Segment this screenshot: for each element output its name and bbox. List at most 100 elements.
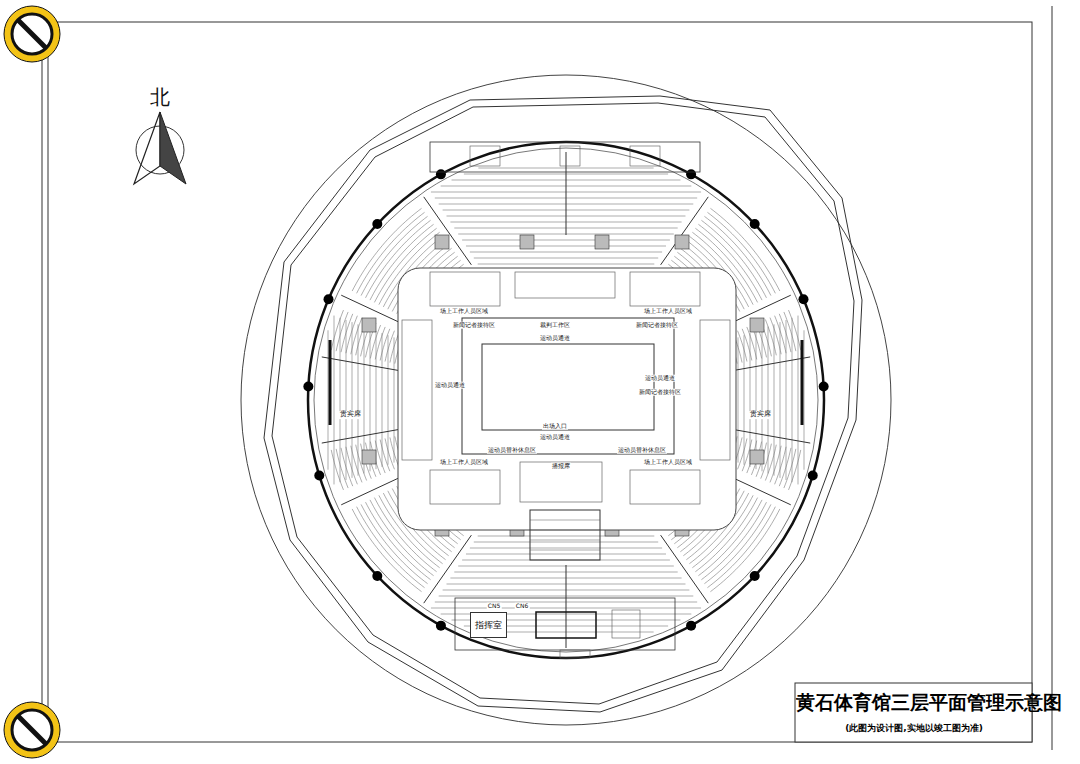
stair-block	[750, 450, 764, 464]
column-dot	[303, 381, 313, 391]
area-label: 新闻记者接待区	[638, 389, 682, 396]
seat-row	[775, 316, 786, 354]
stair-block	[595, 235, 609, 249]
area-label: 新闻记者接待区	[452, 322, 496, 329]
plan-note: (此图为设计图,实地以竣工图为准)	[796, 722, 1032, 735]
seat-row	[375, 441, 385, 474]
area-label: 场上工作人员区域	[439, 308, 489, 315]
area-label: CN5	[487, 603, 502, 610]
seat-row	[375, 327, 385, 360]
area-label: 出场入口	[542, 423, 568, 430]
seat-row	[804, 330, 805, 469]
seat-row	[336, 449, 348, 488]
seat-row	[478, 536, 655, 537]
column-dot	[750, 219, 760, 229]
seat-row	[784, 449, 796, 488]
seat-row	[784, 312, 796, 351]
seat-row	[341, 314, 353, 352]
aisle-line	[661, 197, 709, 265]
seat-row	[328, 330, 329, 469]
column-dot	[314, 470, 324, 480]
plan-title: 黄石体育馆三层平面管理示意图	[796, 690, 1032, 716]
seat-row	[334, 316, 335, 485]
aisle-line	[728, 429, 810, 443]
seat-row	[779, 314, 791, 352]
seat-row	[331, 310, 343, 350]
area-label: 贵宾席	[749, 411, 772, 419]
seat-row	[789, 310, 801, 350]
seat-row	[385, 438, 394, 469]
seat-row	[340, 318, 341, 483]
column-dot	[436, 621, 446, 631]
seat-row	[380, 440, 390, 472]
seat-row	[474, 542, 658, 543]
seat-row	[765, 445, 776, 481]
seat-row	[388, 335, 389, 465]
seat-row	[336, 312, 348, 351]
stair-block	[675, 235, 689, 249]
area-label: 场上工作人员区域	[643, 308, 693, 315]
seat-row	[779, 448, 791, 486]
seat-row	[738, 438, 747, 469]
area-label: 场上工作人员区域	[439, 459, 489, 466]
seat-row	[376, 331, 377, 469]
aisle-line	[424, 197, 472, 265]
stair-block	[750, 318, 764, 332]
seat-row	[351, 318, 362, 355]
aisle-line	[322, 357, 404, 371]
seat-row	[462, 240, 670, 241]
seat-row	[789, 450, 801, 490]
seat-row	[394, 337, 395, 462]
aisle-line	[424, 535, 472, 603]
seat-row	[358, 324, 359, 475]
seat-row	[352, 322, 353, 478]
seat-row	[346, 316, 357, 354]
seat-row	[382, 333, 383, 467]
seat-row	[346, 320, 347, 480]
area-label: 场上工作人员区域	[643, 459, 693, 466]
seat-row	[738, 337, 739, 462]
column-dot	[436, 169, 446, 179]
seat-row	[774, 324, 775, 475]
seat-row	[750, 333, 751, 467]
seat-row	[478, 264, 655, 265]
seat-row	[765, 319, 776, 355]
area-label: 运动员通道	[539, 434, 571, 441]
seat-row	[470, 252, 662, 253]
column-dot	[808, 470, 818, 480]
seat-row	[775, 447, 786, 485]
aisle-line	[661, 535, 709, 603]
column-dot	[750, 571, 760, 581]
stair-block	[520, 235, 534, 249]
seat-row	[466, 554, 666, 555]
seat-row	[341, 448, 353, 486]
seat-row	[351, 446, 362, 483]
area-label: 运动员通道	[644, 375, 676, 382]
seat-row	[742, 329, 752, 361]
column-dot	[372, 219, 382, 229]
area-label: 播报席	[551, 463, 571, 470]
area-label: 裁判工作区	[539, 322, 571, 329]
seat-row	[792, 318, 793, 483]
seat-row	[474, 258, 658, 259]
area-label: 新闻记者接待区	[635, 322, 679, 329]
seat-row	[780, 322, 781, 478]
seat-row	[466, 246, 666, 247]
compass-label: 北	[149, 86, 171, 108]
aisle-line	[566, 152, 567, 235]
room-box: 指挥室	[470, 612, 507, 638]
aisle-line	[728, 357, 810, 371]
seat-row	[346, 447, 357, 485]
seat-row	[470, 548, 662, 549]
area-label: 运动员替补休息区	[617, 447, 667, 454]
seat-row	[786, 320, 787, 480]
area-label: 运动员替补休息区	[487, 447, 537, 454]
column-dot	[324, 294, 334, 304]
aisle-line	[566, 565, 567, 648]
column-dot	[686, 169, 696, 179]
area-label: 运动员通道	[434, 382, 466, 389]
stair-block	[362, 318, 376, 332]
seat-row	[738, 331, 747, 362]
room-name: 指挥室	[475, 619, 502, 632]
